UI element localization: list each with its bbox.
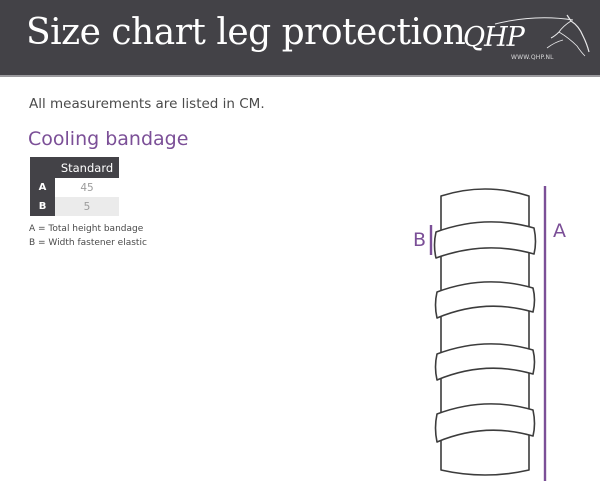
dimension-label-a: A [553, 220, 566, 242]
bandage-illustration [429, 186, 547, 481]
legend-item-a: A = Total height bandage [29, 224, 144, 234]
legend: A = Total height bandage B = Width faste… [29, 222, 147, 250]
table-corner [30, 157, 55, 178]
logo-url: WWW.QHP.NL [511, 54, 554, 61]
logo-text: QHP [463, 22, 525, 53]
qhp-logo: QHP WWW.QHP.NL [455, 12, 595, 70]
dimension-label-b: B [413, 229, 427, 251]
bandage-diagram: A B [400, 175, 600, 482]
page-title: Size chart leg protection [26, 12, 466, 53]
table-row: B 5 [30, 197, 119, 216]
table-cell: 45 [55, 178, 119, 197]
row-label: B [30, 197, 55, 216]
row-label: A [30, 178, 55, 197]
product-title: Cooling bandage [28, 128, 189, 150]
measurement-note: All measurements are listed in CM. [29, 96, 265, 112]
size-table: Standard A 45 B 5 [30, 157, 119, 216]
column-header: Standard [55, 157, 119, 178]
table-cell: 5 [55, 197, 119, 216]
horse-head-icon [494, 14, 590, 57]
table-row: A 45 [30, 178, 119, 197]
table-header-row: Standard [30, 157, 119, 178]
legend-item-b: B = Width fastener elastic [29, 238, 147, 248]
header-banner: Size chart leg protection QHP WWW.QHP.NL [0, 0, 600, 77]
